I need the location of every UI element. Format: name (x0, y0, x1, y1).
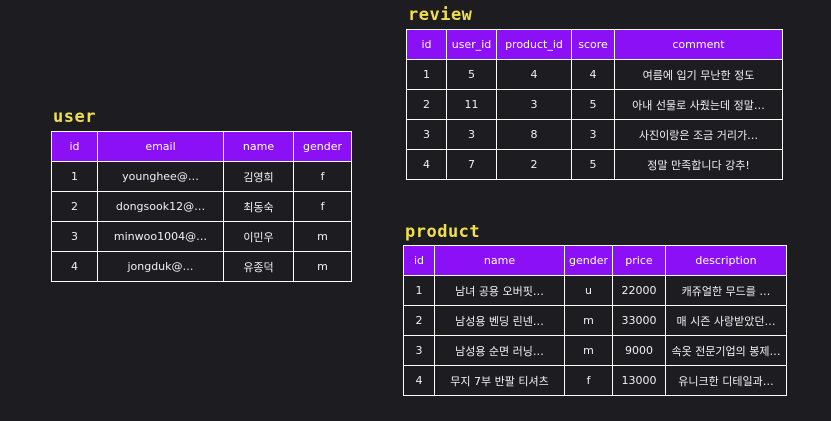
table-cell: 4 (403, 365, 435, 396)
table-row: 2 남성용 벤딩 린넨… m 33000 매 시즌 사랑받았던… (403, 305, 787, 336)
table-cell: 속옷 전문기업의 봉제… (665, 335, 787, 366)
table-cell: 5 (571, 89, 615, 120)
table-cell: 4 (571, 59, 615, 90)
table-cell: f (293, 191, 352, 222)
table-cell: 1 (403, 275, 435, 306)
table-cell: 3 (403, 335, 435, 366)
table-cell: 13000 (612, 365, 666, 396)
table-cell: f (564, 365, 613, 396)
table-cell: 2 (406, 89, 447, 120)
table-cell: 9000 (612, 335, 666, 366)
table-row: 3 3 8 3 사진이랑은 조금 거리가… (406, 119, 783, 150)
table-cell: 유종덕 (223, 251, 294, 282)
table-cell: m (564, 305, 613, 336)
table-cell: 남성용 벤딩 린넨… (434, 305, 565, 336)
user-table: id email name gender 1 younghee@… 김영희 f … (51, 131, 352, 282)
table-cell: 8 (496, 119, 572, 150)
table-row: 4 무지 7부 반팔 티셔츠 f 13000 유니크한 디테일과… (403, 365, 787, 396)
table-cell: 3 (446, 119, 497, 150)
column-header: name (434, 245, 565, 276)
table-row: 1 younghee@… 김영희 f (51, 161, 352, 192)
user-table-title: user (53, 107, 96, 127)
table-cell: 무지 7부 반팔 티셔츠 (434, 365, 565, 396)
column-header: user_id (446, 29, 497, 60)
table-cell: 4 (496, 59, 572, 90)
table-row: 3 남성용 순면 러닝… m 9000 속옷 전문기업의 봉제… (403, 335, 787, 366)
table-cell: 3 (496, 89, 572, 120)
table-cell: 11 (446, 89, 497, 120)
table-cell: 최동숙 (223, 191, 294, 222)
column-header: email (97, 131, 224, 162)
column-header: description (665, 245, 787, 276)
review-table-title: review (408, 5, 473, 25)
table-cell: 이민우 (223, 221, 294, 252)
table-cell: 4 (51, 251, 98, 282)
table-cell: jongduk@… (97, 251, 224, 282)
table-cell: 매 시즌 사랑받았던… (665, 305, 787, 336)
table-cell: m (293, 221, 352, 252)
table-header-row: id email name gender (51, 131, 352, 162)
column-header: name (223, 131, 294, 162)
table-cell: 캐쥬얼한 무드를 … (665, 275, 787, 306)
product-table-title: product (405, 222, 481, 242)
table-cell: 5 (571, 149, 615, 180)
table-cell: 사진이랑은 조금 거리가… (614, 119, 783, 150)
table-cell: 남녀 공용 오버핏… (434, 275, 565, 306)
column-header: id (403, 245, 435, 276)
table-cell: 정말 만족합니다 강추! (614, 149, 783, 180)
table-cell: 3 (571, 119, 615, 150)
table-row: 1 5 4 4 여름에 입기 무난한 정도 (406, 59, 783, 90)
table-cell: 김영희 (223, 161, 294, 192)
column-header: product_id (496, 29, 572, 60)
table-header-row: id name gender price description (403, 245, 787, 276)
column-header: comment (614, 29, 783, 60)
column-header: score (571, 29, 615, 60)
table-cell: 남성용 순면 러닝… (434, 335, 565, 366)
table-cell: 1 (51, 161, 98, 192)
table-cell: 4 (406, 149, 447, 180)
table-cell: 3 (51, 221, 98, 252)
table-cell: 1 (406, 59, 447, 90)
table-cell: 아내 선물로 사줬는데 정말… (614, 89, 783, 120)
column-header: id (406, 29, 447, 60)
column-header: gender (564, 245, 613, 276)
table-cell: minwoo1004@… (97, 221, 224, 252)
table-row: 2 11 3 5 아내 선물로 사줬는데 정말… (406, 89, 783, 120)
column-header: id (51, 131, 98, 162)
table-cell: 2 (51, 191, 98, 222)
table-cell: 33000 (612, 305, 666, 336)
table-cell: 유니크한 디테일과… (665, 365, 787, 396)
table-cell: m (293, 251, 352, 282)
table-header-row: id user_id product_id score comment (406, 29, 783, 60)
review-table: id user_id product_id score comment 1 5 … (406, 29, 783, 180)
column-header: price (612, 245, 666, 276)
table-cell: younghee@… (97, 161, 224, 192)
table-row: 2 dongsook12@… 최동숙 f (51, 191, 352, 222)
table-cell: m (564, 335, 613, 366)
table-row: 4 7 2 5 정말 만족합니다 강추! (406, 149, 783, 180)
table-cell: u (564, 275, 613, 306)
table-cell: f (293, 161, 352, 192)
product-table: id name gender price description 1 남녀 공용… (403, 245, 787, 396)
table-row: 3 minwoo1004@… 이민우 m (51, 221, 352, 252)
table-cell: 2 (496, 149, 572, 180)
table-cell: 여름에 입기 무난한 정도 (614, 59, 783, 90)
table-cell: 5 (446, 59, 497, 90)
table-cell: 2 (403, 305, 435, 336)
table-cell: dongsook12@… (97, 191, 224, 222)
column-header: gender (293, 131, 352, 162)
table-cell: 7 (446, 149, 497, 180)
table-row: 4 jongduk@… 유종덕 m (51, 251, 352, 282)
table-row: 1 남녀 공용 오버핏… u 22000 캐쥬얼한 무드를 … (403, 275, 787, 306)
table-cell: 22000 (612, 275, 666, 306)
table-cell: 3 (406, 119, 447, 150)
